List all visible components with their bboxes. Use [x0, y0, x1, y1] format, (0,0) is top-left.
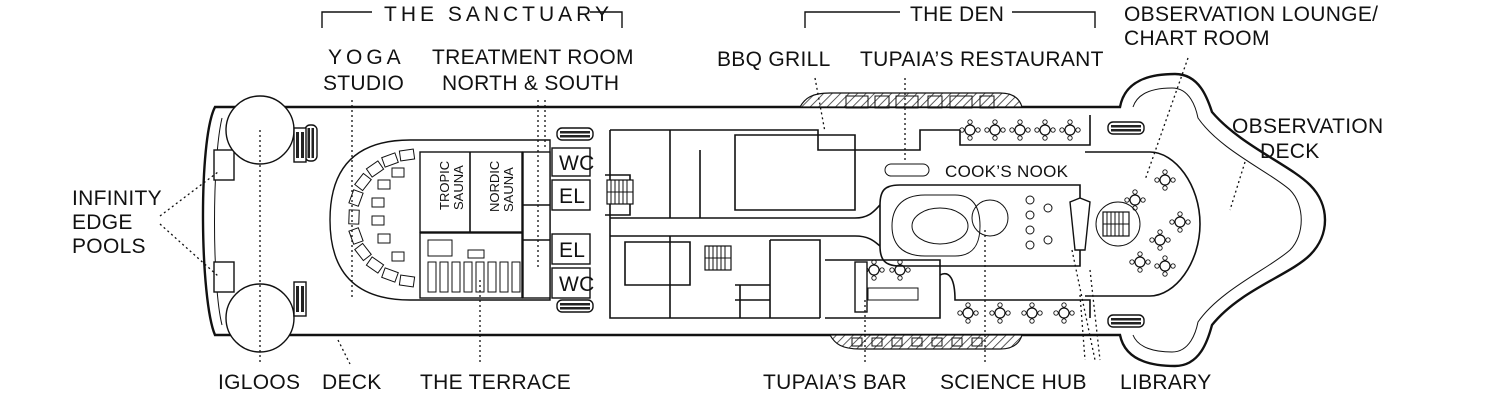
- library-shelf: [1069, 197, 1091, 251]
- tupaias-bar-label: TUPAIA’S BAR: [763, 371, 907, 394]
- igloos-label: IGLOOS: [218, 371, 300, 394]
- deck-label: DECK: [322, 371, 382, 394]
- lifeboat-icon: [1107, 314, 1145, 328]
- elevator-south: [551, 233, 591, 265]
- science-hub-outline: [879, 184, 1081, 267]
- observation-lounge-label-2: CHART ROOM: [1124, 27, 1270, 50]
- stern-box-north: [213, 149, 235, 181]
- den-bracket: [804, 11, 1096, 28]
- science-hub-globe: [971, 199, 1009, 237]
- central-walls: [605, 129, 960, 319]
- the-terrace-area: [419, 232, 523, 299]
- elevator-north: [551, 179, 591, 211]
- nordic-sauna-label: NORDIC SAUNA: [487, 157, 516, 212]
- bar-walls: [825, 259, 1091, 319]
- forward-stair-well: [1095, 201, 1141, 247]
- lifeboat-icon: [293, 127, 307, 163]
- den-balcony-north: [798, 92, 1023, 108]
- wc-south: [551, 267, 591, 299]
- sanctuary-bracket: [321, 11, 623, 28]
- tropic-sauna-label: TROPIC SAUNA: [437, 157, 466, 210]
- yoga-mats: [348, 148, 416, 288]
- infinity-pools-label-1: INFINITY: [72, 187, 162, 210]
- terrace-loungers: [427, 239, 521, 293]
- observation-deck-inner-rail: [1132, 87, 1302, 353]
- the-sanctuary-label: THE SANCTUARY: [384, 3, 613, 26]
- bar-counter: [854, 261, 868, 313]
- lifeboat-icon: [556, 127, 594, 141]
- wc-north: [551, 147, 591, 177]
- tupaias-restaurant-label: TUPAIA’S RESTAURANT: [860, 48, 1104, 71]
- bbq-grill-label: BBQ GRILL: [717, 48, 831, 71]
- leader-lines: [159, 57, 1246, 365]
- lifeboat-icon: [556, 299, 594, 313]
- science-hub-lounge: [891, 194, 981, 257]
- stern-rail: [214, 117, 223, 326]
- cooks-nook-label: COOK’S NOOK: [945, 162, 1069, 181]
- staircase-icon: [606, 179, 634, 205]
- den-windows: [845, 95, 995, 347]
- restaurant-walls: [959, 115, 1091, 146]
- the-den-label: THE DEN: [910, 3, 1004, 26]
- staircase-icon: [704, 245, 732, 271]
- cooks-nook-counter: [884, 163, 930, 177]
- el-south-label: EL: [559, 239, 585, 262]
- wc-north-label: WC: [559, 152, 595, 175]
- observation-lounge-outline: [1085, 151, 1201, 297]
- sauna-block: [419, 151, 523, 233]
- treatment-room-label-2: NORTH & SOUTH: [442, 72, 619, 95]
- yoga-studio-label-1: YOGA: [328, 46, 405, 69]
- infinity-pools-label-3: POOLS: [72, 235, 146, 258]
- yoga-studio-label-2: STUDIO: [323, 72, 404, 95]
- wc-south-label: WC: [559, 273, 595, 296]
- observation-deck-label-1: OBSERVATION: [1232, 115, 1384, 138]
- lifeboat-icon: [1107, 121, 1145, 135]
- bar-stools: [867, 287, 919, 301]
- den-balcony-south: [828, 334, 1023, 350]
- library-label: LIBRARY: [1120, 371, 1212, 394]
- science-hub-label: SCIENCE HUB: [940, 371, 1087, 394]
- observation-deck-label-2: DECK: [1260, 140, 1320, 163]
- staircase-icon: [1102, 211, 1130, 237]
- infinity-pools-label-2: EDGE: [72, 211, 133, 234]
- the-terrace-label: THE TERRACE: [420, 371, 571, 394]
- stern-box-south: [213, 261, 235, 293]
- lifeboat-icon: [304, 124, 318, 162]
- el-north-label: EL: [559, 185, 585, 208]
- treatment-rooms: [522, 151, 551, 299]
- science-hub-seats: [1025, 195, 1053, 250]
- lifeboat-icon: [293, 281, 307, 317]
- observation-lounge-label-1: OBSERVATION LOUNGE/: [1124, 3, 1378, 26]
- treatment-room-label-1: TREATMENT ROOM: [432, 46, 634, 69]
